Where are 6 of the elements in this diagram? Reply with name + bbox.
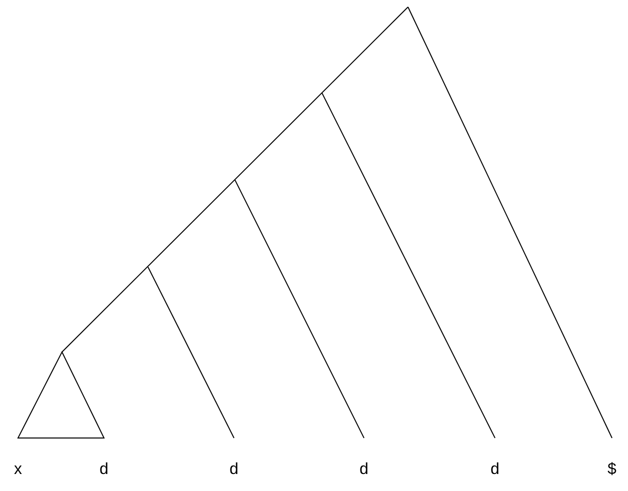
leaf-label: $	[608, 462, 616, 478]
leaf-label: x	[14, 462, 22, 478]
leaf-label: d	[360, 462, 368, 478]
leaf-label: d	[490, 462, 500, 478]
leaf-label: d	[230, 462, 238, 478]
leaf-label: d	[100, 462, 108, 478]
